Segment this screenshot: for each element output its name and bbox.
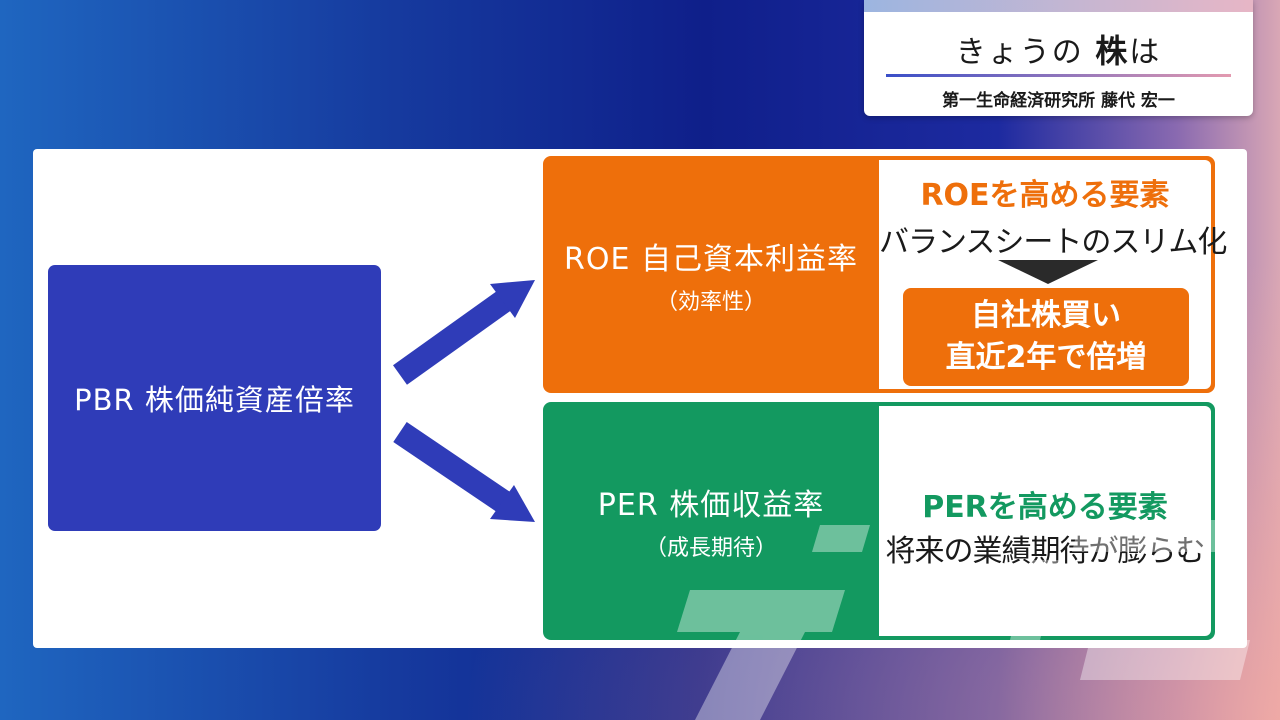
commentator-name: 第一生命経済研究所 藤代 宏一: [942, 91, 1175, 111]
per-name: PER 株価収益率: [597, 488, 825, 523]
title-card-topbar: [864, 0, 1253, 12]
title-prefix: きょうの: [955, 35, 1084, 70]
roe-metric: ROE 自己資本利益率 （効率性）: [543, 156, 879, 393]
roe-factors-title: ROEを高める要素: [920, 178, 1170, 213]
per-factor: 将来の業績期待が膨らむ: [885, 534, 1206, 569]
per-description: （成長期待）: [644, 536, 777, 561]
per-factors-title: PERを高める要素: [922, 490, 1168, 525]
roe-box: ROE 自己資本利益率 （効率性） ROEを高める要素 バランスシートのスリム化…: [543, 156, 1227, 393]
roe-factors-panel: ROEを高める要素 バランスシートのスリム化 自社株買い 直近2年で倍増: [879, 160, 1227, 389]
arrow-up-right-icon: [393, 280, 535, 385]
title-divider: [886, 74, 1231, 77]
per-box: PER 株価収益率 （成長期待） PERを高める要素 将来の業績期待が膨らむ: [543, 402, 1215, 640]
title-suffix: は: [1129, 35, 1162, 70]
roe-factor: バランスシートのスリム化: [879, 225, 1227, 260]
roe-highlight-line-2: 直近2年で倍増: [945, 340, 1147, 375]
program-title: きょうの 株は: [864, 26, 1253, 72]
program-title-card: きょうの 株は 第一生命経済研究所 藤代 宏一: [864, 0, 1253, 116]
roe-highlight-line-1: 自社株買い: [971, 298, 1121, 333]
pbr-label: PBR 株価純資産倍率: [74, 383, 355, 417]
pbr-box: PBR 株価純資産倍率: [48, 265, 381, 531]
per-factors-panel: PERを高める要素 将来の業績期待が膨らむ: [879, 406, 1211, 636]
roe-highlight-box: 自社株買い 直近2年で倍増: [903, 288, 1189, 386]
title-emphasis: 株: [1095, 32, 1130, 70]
down-triangle-arrow-icon: [998, 260, 1098, 284]
per-metric: PER 株価収益率 （成長期待）: [543, 402, 879, 640]
arrow-down-right-icon: [393, 422, 535, 522]
roe-description: （効率性）: [655, 289, 766, 315]
roe-name: ROE 自己資本利益率: [564, 241, 858, 277]
